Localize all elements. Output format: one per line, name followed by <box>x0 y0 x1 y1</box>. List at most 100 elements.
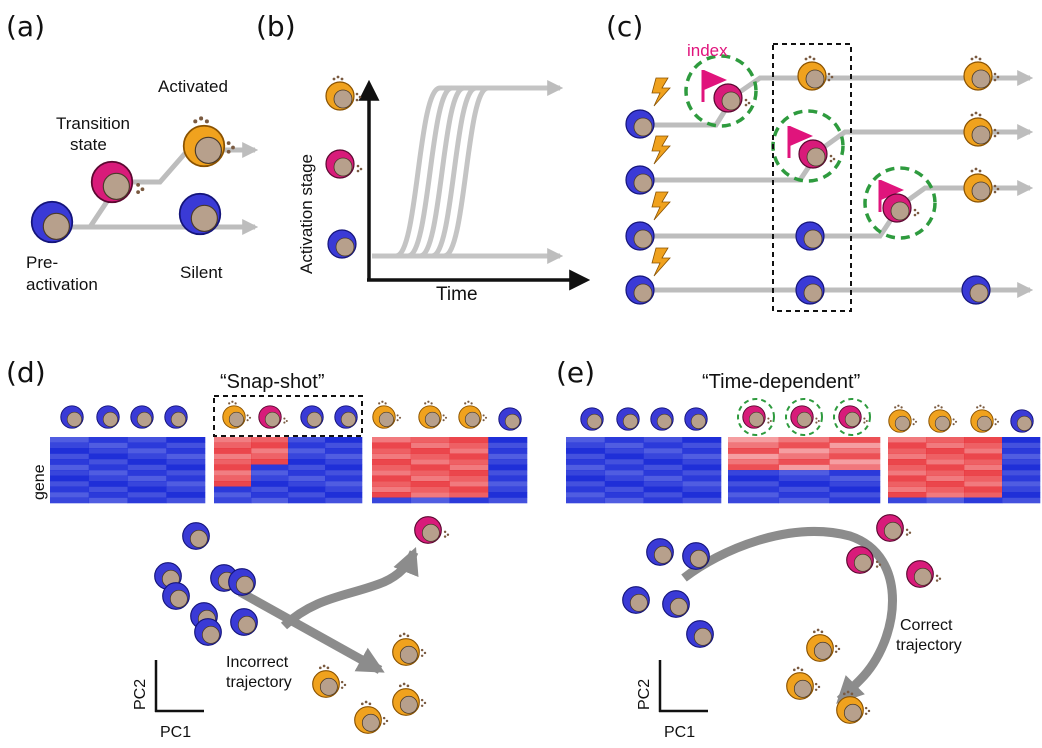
heatmap-cell <box>964 497 1003 504</box>
heatmap-cell <box>778 453 830 460</box>
heatmap-cell <box>50 448 90 454</box>
stimulus-bolt <box>651 191 671 221</box>
heatmap-cell <box>643 475 683 482</box>
heatmap-cell <box>166 470 206 476</box>
heatmap-cell <box>566 453 606 460</box>
heatmap-cell <box>50 459 90 465</box>
heatmap-cell <box>325 448 363 454</box>
heatmap-cell <box>566 442 606 449</box>
heatmap-cell <box>166 475 206 482</box>
heatmap-cell <box>449 448 489 454</box>
cell-pre <box>795 221 825 251</box>
heatmap-cell <box>88 437 128 443</box>
heatmap-cell <box>449 481 489 487</box>
correct-arrow <box>681 527 897 704</box>
heatmap-cell <box>604 448 644 454</box>
heatmap-cell <box>214 470 252 476</box>
panel-c-letter: (c) <box>606 10 643 43</box>
panel-a-letter: (a) <box>6 10 45 43</box>
heatmap-cell <box>604 475 644 482</box>
heatmap-cell <box>251 486 289 493</box>
snapshot-box <box>772 43 852 312</box>
cells-row-e <box>580 398 1034 436</box>
correct-label-1: Correct <box>900 617 953 634</box>
heatmap-cell <box>643 464 683 471</box>
heatmap-cell <box>888 497 927 504</box>
gene-label: gene <box>31 464 48 500</box>
heatmap-cell <box>251 453 289 460</box>
heatmap-cell <box>88 481 128 487</box>
heatmap-cell <box>829 481 881 487</box>
heatmap-cell <box>829 459 881 465</box>
heatmap-cell <box>888 475 927 482</box>
heatmap-cell <box>566 459 606 465</box>
incorrect-arrow-1 <box>237 588 385 674</box>
heatmap-cell <box>604 486 644 493</box>
heatmap-cell <box>888 453 927 460</box>
heatmap-cell <box>50 486 90 493</box>
pre-activation-cell <box>30 200 74 244</box>
heatmap-cell <box>1002 486 1041 493</box>
heatmap-cell <box>251 497 289 504</box>
heatmap-cell <box>214 453 252 460</box>
cell-activated <box>963 167 1000 203</box>
activation-curves <box>372 85 545 259</box>
heatmap-cell <box>288 486 326 493</box>
heatmap-cell <box>166 492 206 498</box>
heatmap-cell <box>214 481 252 487</box>
heatmap-cell <box>410 459 450 465</box>
heatmap-cell <box>604 464 644 471</box>
heatmap-cell <box>682 481 722 487</box>
heatmap-cell <box>88 470 128 476</box>
heatmap-cell <box>251 481 289 487</box>
heatmap-cell <box>50 464 90 471</box>
cell-pre <box>625 109 655 139</box>
heatmap-cell <box>728 481 779 487</box>
heatmap-cell <box>488 492 528 498</box>
heatmap-cell <box>325 481 363 487</box>
heatmap-cell <box>214 459 252 465</box>
heatmap-cell <box>488 442 528 449</box>
pc2-label-e: PC2 <box>636 679 653 710</box>
heatmap-e <box>566 437 1041 504</box>
heatmap-cell <box>325 464 363 471</box>
heatmap-cell <box>88 459 128 465</box>
heatmap-cell <box>778 470 830 476</box>
heatmap-cell <box>829 442 881 449</box>
heatmap-cell <box>372 442 412 449</box>
heatmap-cell <box>410 470 450 476</box>
heatmap-cell <box>566 464 606 471</box>
heatmap-cell <box>410 437 450 443</box>
heatmap-cell <box>566 448 606 454</box>
heatmap-cell <box>888 459 927 465</box>
heatmap-cell <box>50 442 90 449</box>
heatmap-cell <box>1002 481 1041 487</box>
curve-4 <box>372 85 478 259</box>
incorrect-label-2: trajectory <box>226 674 292 691</box>
heatmap-cell <box>50 492 90 498</box>
stimulus-bolt <box>651 247 671 277</box>
heatmap-cell <box>964 453 1003 460</box>
heatmap-cell <box>1002 437 1041 443</box>
cells-row-d <box>60 400 522 431</box>
heatmap-cell <box>488 475 528 482</box>
heatmap-cell <box>829 470 881 476</box>
heatmap-cell <box>728 437 779 443</box>
heatmap-cell <box>50 437 90 443</box>
heatmap-cell <box>288 470 326 476</box>
heatmap-cell <box>50 453 90 460</box>
correct-label-2: trajectory <box>896 637 962 654</box>
silent-cell <box>178 192 222 236</box>
heatmap-cell <box>372 453 412 460</box>
pca-e <box>622 514 942 724</box>
cell-pre <box>625 221 655 251</box>
heatmap-cell <box>372 475 412 482</box>
heatmap-cell <box>1002 475 1041 482</box>
panel-b: (b) Activation stage Time <box>256 10 591 305</box>
heatmap-cell <box>288 437 326 443</box>
heatmap-cell <box>288 475 326 482</box>
heatmap-cell <box>372 448 412 454</box>
heatmap-cell <box>410 448 450 454</box>
heatmap-cell <box>449 459 489 465</box>
